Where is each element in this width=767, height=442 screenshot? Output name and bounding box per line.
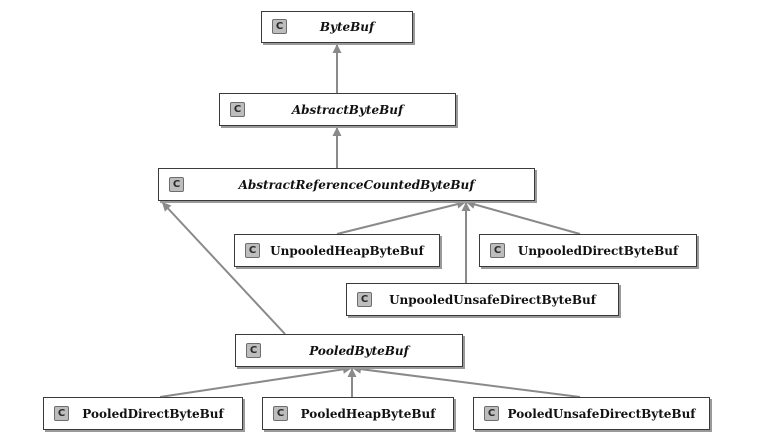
inheritance-edge-unpooledheapbytebuf <box>336 199 467 235</box>
arrowhead-icon <box>466 200 476 209</box>
class-label-pooleddirectbytebuf: PooledDirectByteBuf <box>82 406 224 421</box>
class-icon: C <box>230 101 245 117</box>
arrowhead-icon <box>332 44 342 53</box>
edge-line <box>465 201 581 235</box>
inheritance-edge-pooledheapbytebuf <box>347 368 357 397</box>
class-icon: C <box>169 176 184 192</box>
arrowhead-icon <box>461 202 471 211</box>
edge-line <box>336 201 467 235</box>
class-node-pooledheapbytebuf[interactable]: C PooledHeapByteBuf <box>262 397 454 430</box>
arrowhead-icon <box>342 364 352 374</box>
class-node-pooledunsafedirectbytebuf[interactable]: C PooledUnsafeDirectByteBuf <box>473 397 710 430</box>
inheritance-edge-pooledbytebuf <box>161 201 286 335</box>
class-icon: C <box>54 405 69 421</box>
class-node-abstractreferencecountedbytebuf[interactable]: C AbstractReferenceCountedByteBuf <box>158 168 535 201</box>
class-node-bytebuf[interactable]: C ByteBuf <box>261 11 413 43</box>
edge-line <box>351 367 581 398</box>
class-icon: C <box>246 342 261 358</box>
edge-line <box>159 367 353 398</box>
inheritance-edge-pooleddirectbytebuf <box>159 364 353 398</box>
inheritance-edge-abstractbytebuf <box>332 44 342 93</box>
inheritance-edge-pooledunsafedirectbytebuf <box>351 364 581 398</box>
inheritance-edge-abstractreferencecountedbytebuf <box>332 127 342 168</box>
class-icon: C <box>357 291 372 307</box>
class-node-unpooledunsafedirectbytebuf[interactable]: C UnpooledUnsafeDirectByteBuf <box>346 283 619 316</box>
class-label-pooledunsafedirectbytebuf: PooledUnsafeDirectByteBuf <box>507 406 696 421</box>
class-label-pooledbytebuf: PooledByteBuf <box>309 343 409 358</box>
class-node-unpooleddirectbytebuf[interactable]: C UnpooledDirectByteBuf <box>479 234 697 267</box>
class-node-abstractbytebuf[interactable]: C AbstractByteBuf <box>219 93 456 126</box>
class-icon: C <box>273 405 288 421</box>
arrowhead-icon <box>347 368 357 377</box>
class-label-unpooledheapbytebuf: UnpooledHeapByteBuf <box>270 243 424 258</box>
class-icon: C <box>272 19 287 34</box>
class-label-abstractreferencecountedbytebuf: AbstractReferenceCountedByteBuf <box>238 177 475 192</box>
class-label-bytebuf: ByteBuf <box>319 20 375 34</box>
class-node-unpooledheapbytebuf[interactable]: C UnpooledHeapByteBuf <box>234 234 440 267</box>
inheritance-edge-unpooledunsafedirectbytebuf <box>461 202 471 283</box>
class-node-pooleddirectbytebuf[interactable]: C PooledDirectByteBuf <box>43 397 243 430</box>
class-label-abstractbytebuf: AbstractByteBuf <box>291 102 404 117</box>
class-icon: C <box>484 405 499 421</box>
class-label-unpooleddirectbytebuf: UnpooledDirectByteBuf <box>517 243 679 258</box>
class-label-unpooledunsafedirectbytebuf: UnpooledUnsafeDirectByteBuf <box>389 292 596 307</box>
arrowhead-icon <box>456 199 466 209</box>
arrowhead-icon <box>162 202 172 212</box>
class-node-pooledbytebuf[interactable]: C PooledByteBuf <box>235 334 463 367</box>
class-label-pooledheapbytebuf: PooledHeapByteBuf <box>300 406 436 421</box>
class-icon: C <box>490 242 505 258</box>
edge-line <box>161 201 286 335</box>
arrowhead-icon <box>332 127 342 136</box>
class-icon: C <box>245 242 260 258</box>
inheritance-edge-unpooleddirectbytebuf <box>465 200 581 235</box>
